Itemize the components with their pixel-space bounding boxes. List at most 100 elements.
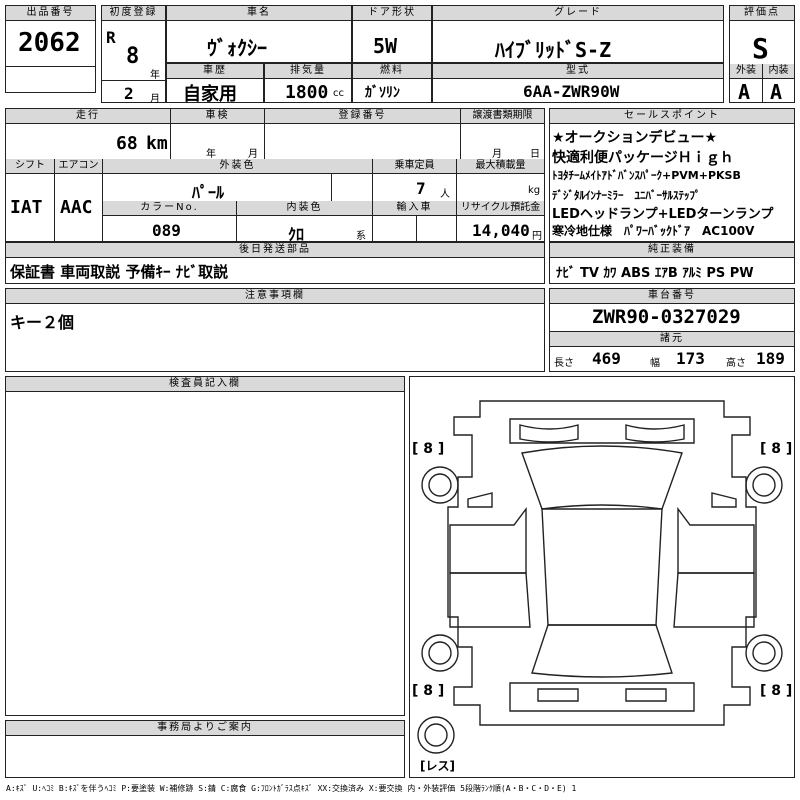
transfer-month-unit: 月 xyxy=(492,149,502,160)
later-parts-value: 保証書 車両取説 予備ｷｰ ﾅﾋﾞ取説 xyxy=(10,263,229,281)
model-value: 6AA-ZWR90W xyxy=(523,82,620,101)
exterior-value: A xyxy=(738,80,751,104)
grade-value: ﾊｲﾌﾞﾘｯﾄﾞS-Z xyxy=(495,38,612,62)
load-unit: kg xyxy=(528,185,541,196)
inspector-label: 検査員記入欄 xyxy=(6,377,404,392)
chassis-label: 車台番号 xyxy=(550,289,794,304)
shift-label: シフト xyxy=(6,159,54,174)
capacity-label: 乗車定員 xyxy=(372,159,456,174)
aircon-label: エアコン xyxy=(54,159,102,174)
later-parts-label: 後日発送部品 xyxy=(6,243,544,258)
tire-front-left: [ 8 ] xyxy=(412,441,445,457)
intcolor-label: 内装色 xyxy=(236,201,372,216)
exterior-label: 外装 xyxy=(730,64,762,79)
year-unit: 年 xyxy=(150,70,160,81)
office-label: 事務局よりご案内 xyxy=(6,721,404,736)
score-box: 評価点 S 外装 内装 A A xyxy=(729,5,795,104)
height-value: 189 xyxy=(756,349,785,368)
sales-points-label: セールスポイント xyxy=(550,109,794,124)
later-parts-box: 後日発送部品 保証書 車両取説 予備ｷｰ ﾅﾋﾞ取説 xyxy=(5,242,545,284)
width-value: 173 xyxy=(676,349,705,368)
recycle-unit: 円 xyxy=(532,231,542,242)
intcolor-value: ｸﾛ xyxy=(288,225,305,244)
displacement-value: 1800 xyxy=(285,82,329,103)
car-name: ｳﾞｫｸｼｰ xyxy=(207,36,267,60)
legend: A:ｷｽﾞ U:ﾍｺﾐ B:ｷｽﾞを伴うﾍｺﾐ P:要塗装 W:補修跡 S:錆 … xyxy=(6,784,577,793)
inspection-month-unit: 月 xyxy=(248,149,258,160)
colorno-value: 089 xyxy=(152,221,181,240)
model-label: 型式 xyxy=(433,64,723,79)
first-reg-label: 初度登録 xyxy=(102,6,165,21)
lot-label: 出品番号 xyxy=(6,6,95,21)
shift-value: IAT xyxy=(10,197,43,218)
equipment-label: 純正装備 xyxy=(550,243,794,258)
colorno-label: カラーNo. xyxy=(102,201,236,216)
sales-point-line: 寒冷地仕様 ﾊﾟﾜｰﾊﾞｯｸﾄﾞｱ AC100V xyxy=(552,224,755,238)
fuel-label: 燃料 xyxy=(353,64,431,79)
length-value: 469 xyxy=(592,349,621,368)
inspection-label: 車検 xyxy=(170,109,264,124)
mileage-label: 走行 xyxy=(6,109,170,124)
lot-box: 出品番号 2062 xyxy=(5,5,96,93)
sales-point-line: ﾃﾞｼﾞﾀﾙｲﾝﾅｰﾐﾗｰ ﾕﾆﾊﾞｰｻﾙｽﾃｯﾌﾟ xyxy=(552,189,701,202)
lot-number: 2062 xyxy=(18,28,81,58)
notes-value: キー２個 xyxy=(10,313,75,332)
spare-tire-value: レス xyxy=(425,759,450,773)
mileage-unit: km xyxy=(146,133,168,154)
load-label: 最大積載量 xyxy=(456,159,544,174)
equipment-box: 純正装備 ﾅﾋﾞ TV ｶﾜ ABS ｴｱB ｱﾙﾐ PS PW xyxy=(549,242,795,284)
sales-point-line: 快適利便パッケージＨｉｇｈ xyxy=(552,150,734,166)
displacement-label: 排気量 xyxy=(265,64,351,79)
recycle-label: リサイクル預託金 xyxy=(456,201,544,216)
sales-points-box: セールスポイント ★オークションデビュー★ 快適利便パッケージＨｉｇｈ ﾄﾖﾀﾁ… xyxy=(549,108,795,242)
height-label: 高さ xyxy=(726,358,746,369)
color-value: ﾊﾟｰﾙ xyxy=(192,183,225,202)
sales-point-line: LEDヘッドランプ+LEDターンランプ xyxy=(552,207,774,222)
score-label: 評価点 xyxy=(730,6,794,21)
inspection-year-unit: 年 xyxy=(206,149,216,160)
history-label: 車歴 xyxy=(167,64,263,79)
vehicle-info-box: 走行 車検 登録番号 譲渡書類期限 68 km 年 月 月 日 シフト エアコン… xyxy=(5,108,545,244)
history-value: 自家用 xyxy=(183,84,237,105)
door-value: 5W xyxy=(373,34,398,58)
fuel-box: 燃料 ｶﾞｿﾘﾝ xyxy=(352,63,432,103)
door-box: ドア形状 5W xyxy=(352,5,432,63)
capacity-unit: 人 xyxy=(440,189,450,200)
dims-label: 諸元 xyxy=(550,331,794,347)
tire-front-left-value: 8 xyxy=(423,441,434,457)
first-registration-box: 初度登録 R 8 年 2 月 xyxy=(101,5,166,105)
tire-front-right: [ 8 ] xyxy=(760,441,793,457)
interior-label: 内装 xyxy=(762,64,794,79)
tire-front-right-value: 8 xyxy=(771,441,782,457)
era: R xyxy=(106,28,116,47)
tire-rear-right-value: 8 xyxy=(771,683,782,699)
sales-point-line: ﾄﾖﾀﾁｰﾑﾒｲﾄｱﾄﾞﾊﾞﾝｽﾊﾟｰｸ+PVM+PKSB xyxy=(552,169,741,182)
spare-tire: [レス] xyxy=(420,759,455,773)
reg-year: 8 xyxy=(126,44,140,69)
notes-box: 注意事項欄 キー２個 xyxy=(5,288,545,372)
car-name-box: 車名 ｳﾞｫｸｼｰ xyxy=(166,5,352,63)
reg-month: 2 xyxy=(124,84,134,103)
transfer-label: 譲渡書類期限 xyxy=(460,109,544,124)
door-label: ドア形状 xyxy=(353,6,431,21)
color-label: 外装色 xyxy=(102,159,372,174)
month-unit: 月 xyxy=(150,94,160,105)
capacity-value: 7 xyxy=(416,179,426,198)
mileage-value: 68 xyxy=(116,133,138,154)
score-value: S xyxy=(752,32,769,65)
fuel-value: ｶﾞｿﾘﾝ xyxy=(365,85,400,101)
history-box: 車歴 自家用 xyxy=(166,63,264,105)
regno-label: 登録番号 xyxy=(264,109,460,124)
tire-rear-right: [ 8 ] xyxy=(760,683,793,699)
model-box: 型式 6AA-ZWR90W xyxy=(432,63,724,103)
displacement-box: 排気量 1800 cc xyxy=(264,63,352,103)
equipment-value: ﾅﾋﾞ TV ｶﾜ ABS ｴｱB ｱﾙﾐ PS PW xyxy=(556,266,754,281)
recycle-value: 14,040 xyxy=(472,221,530,240)
car-diagram: [ 8 ] [ 8 ] [ 8 ] [ 8 ] [レス] xyxy=(409,376,795,778)
notes-label: 注意事項欄 xyxy=(6,289,544,304)
office-box: 事務局よりご案内 xyxy=(5,720,405,778)
import-label: 輸入車 xyxy=(372,201,456,216)
width-label: 幅 xyxy=(650,358,660,369)
length-label: 長さ xyxy=(554,358,574,369)
interior-value: A xyxy=(770,80,783,104)
